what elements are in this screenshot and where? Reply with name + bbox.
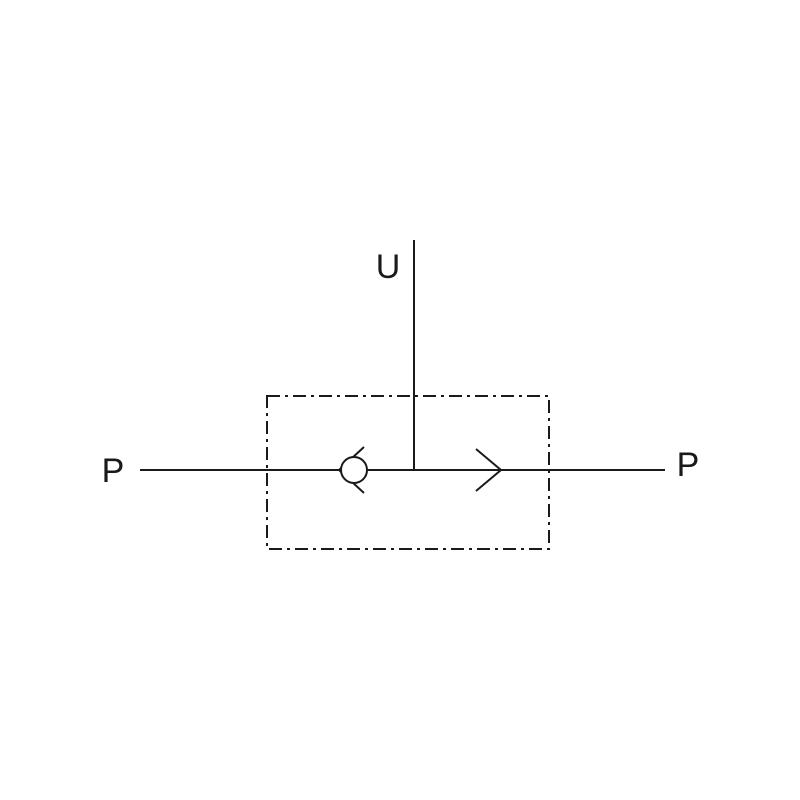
valve-envelope-box xyxy=(266,395,550,550)
port-label-u: U xyxy=(376,248,401,286)
port-label-p-left: P xyxy=(102,452,125,490)
port-label-p-right: P xyxy=(677,446,700,484)
flow-direction-arrow-icon xyxy=(475,448,503,492)
check-valve-ball-icon xyxy=(340,456,368,484)
check-valve-seat-icon xyxy=(337,446,365,494)
